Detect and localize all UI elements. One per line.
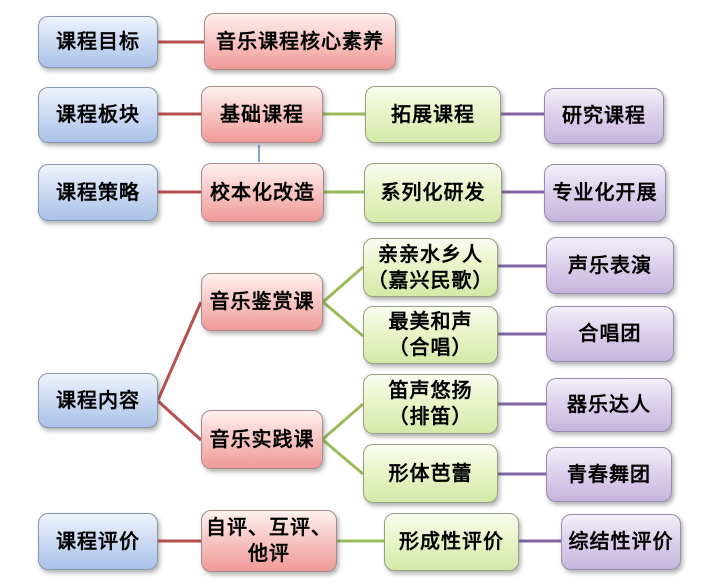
node-instrumental-talent: 器乐达人 <box>546 378 672 432</box>
node-formative-evaluation: 形成性评价 <box>384 513 519 571</box>
node-core-literacy: 音乐课程核心素养 <box>204 13 396 70</box>
connector-appreciation-watertown <box>322 265 364 304</box>
node-summative-evaluation: 综结性评价 <box>561 514 681 570</box>
connector-content-appreciation <box>156 301 203 401</box>
node-music-practice-class: 音乐实践课 <box>201 410 323 469</box>
node-research-course: 研究课程 <box>544 88 664 144</box>
connector-appreciation-harmony <box>322 300 364 338</box>
node-watertown-folk-song: 亲亲水乡人 （嘉兴民歌） <box>363 238 498 297</box>
node-course-goal: 课程目标 <box>38 16 158 68</box>
connector-content-practice <box>156 399 203 442</box>
node-basic-course: 基础课程 <box>201 86 323 143</box>
node-extended-course: 拓展课程 <box>365 86 501 143</box>
connector-practice-flute <box>322 402 364 441</box>
node-serialized-development: 系列化研发 <box>364 163 502 223</box>
node-youth-dance-troupe: 青春舞团 <box>546 447 672 502</box>
node-course-content: 课程内容 <box>38 373 158 428</box>
node-choir: 合唱团 <box>546 306 674 362</box>
node-professional-implementation: 专业化开展 <box>544 164 666 222</box>
node-body-ballet: 形体芭蕾 <box>363 444 498 503</box>
node-music-appreciation-class: 音乐鉴赏课 <box>201 273 323 331</box>
node-self-peer-other-evaluation: 自评、互评、 他评 <box>201 510 337 572</box>
node-best-harmony-chorus: 最美和声 （合唱） <box>363 306 498 364</box>
node-vocal-performance: 声乐表演 <box>546 237 674 294</box>
node-course-evaluation: 课程评价 <box>38 513 158 570</box>
node-melodious-flute: 笛声悠扬 （排笛） <box>363 374 498 434</box>
node-school-based-adaptation: 校本化改造 <box>201 163 324 222</box>
node-course-modules: 课程板块 <box>38 87 158 143</box>
node-course-strategy: 课程策略 <box>38 164 158 221</box>
connector-practice-ballet <box>322 438 364 476</box>
